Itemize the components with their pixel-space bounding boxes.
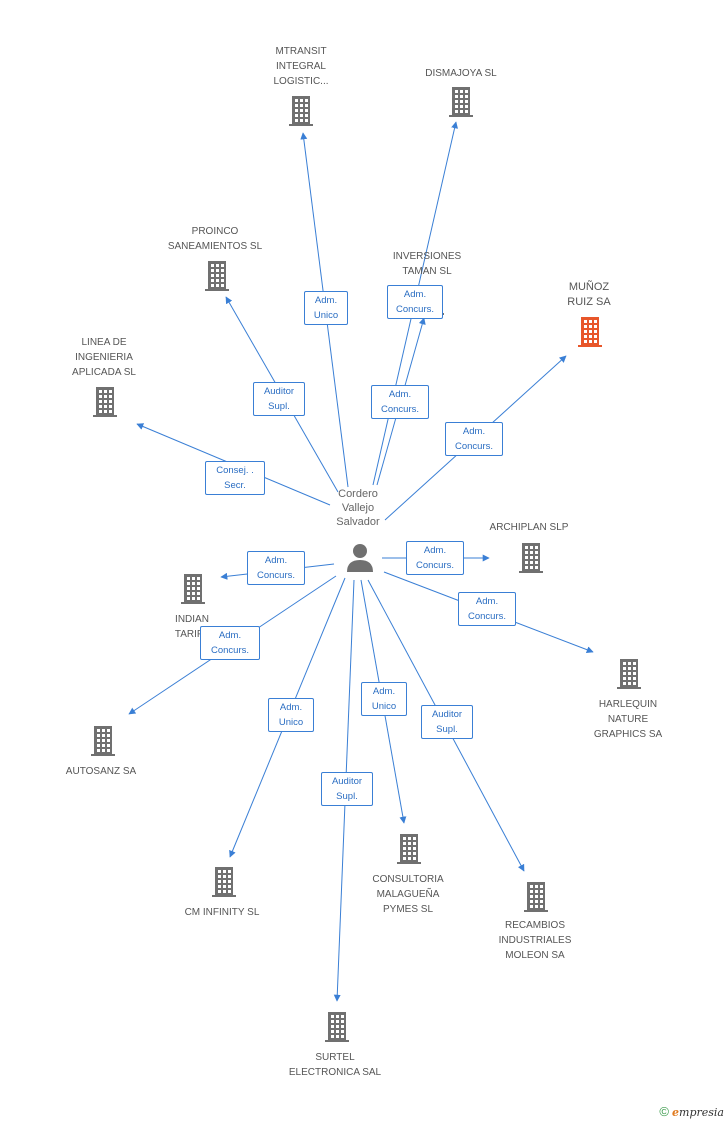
company-label-consultoria[interactable]: CONSULTORIA MALAGUEÑA PYMES SL — [372, 874, 444, 915]
edge-role-tag-autosanz[interactable]: Adm. Concurs. — [200, 626, 260, 660]
building-icon — [181, 574, 205, 604]
edge-role-tag-harlequin[interactable]: Adm. Concurs. — [458, 592, 516, 626]
company-label-munoz[interactable]: MUÑOZ RUIZ SA — [567, 281, 611, 308]
building-icon — [93, 387, 117, 417]
person-icon — [347, 544, 373, 572]
building-icon — [205, 261, 229, 291]
person-node[interactable] — [347, 544, 373, 572]
edge-role-tag-indian[interactable]: Adm. Concurs. — [247, 551, 305, 585]
building-icon — [449, 87, 473, 117]
edge-role-tag-inversiones[interactable]: Adm. Concurs. — [371, 385, 429, 419]
building-icon — [524, 882, 548, 912]
footer-brand: © empresia — [659, 1104, 724, 1119]
edge-role-tag-recambios[interactable]: Auditor Supl. — [421, 705, 473, 739]
center-person-label[interactable]: Cordero Vallejo Salvador — [336, 488, 380, 528]
building-icon — [91, 726, 115, 756]
company-label-mtransit[interactable]: MTRANSIT INTEGRAL LOGISTIC... — [273, 46, 329, 87]
edge-role-tag-dismajoya[interactable]: Adm. Concurs. — [387, 285, 443, 319]
edge-role-tag-consultoria[interactable]: Adm. Unico — [361, 682, 407, 716]
copyright-symbol: © — [659, 1104, 669, 1119]
company-label-archiplan[interactable]: ARCHIPLAN SLP — [489, 522, 569, 533]
building-icon — [212, 867, 236, 897]
edge-role-tag-linea[interactable]: Consej. . Secr. — [205, 461, 265, 495]
brand-logo: empresia — [672, 1106, 724, 1119]
company-label-surtel[interactable]: SURTEL ELECTRONICA SAL — [288, 1052, 382, 1078]
edge-role-tag-proinco[interactable]: Auditor Supl. — [253, 382, 305, 416]
company-label-autosanz[interactable]: AUTOSANZ SA — [65, 766, 137, 777]
company-label-proinco[interactable]: PROINCO SANEAMIENTOS SL — [167, 226, 263, 252]
company-label-inversiones[interactable]: INVERSIONES TAMAN SL — [392, 251, 462, 277]
building-icon — [397, 834, 421, 864]
building-icon — [325, 1012, 349, 1042]
building-icon — [519, 543, 543, 573]
edge-role-tag-archiplan[interactable]: Adm. Concurs. — [406, 541, 464, 575]
company-label-indian[interactable]: INDIAN TARIFA — [174, 614, 210, 640]
edge-role-tag-munoz[interactable]: Adm. Concurs. — [445, 422, 503, 456]
company-label-recambios[interactable]: RECAMBIOS INDUSTRIALES MOLEON SA — [498, 920, 572, 961]
company-label-cminfinity[interactable]: CM INFINITY SL — [184, 907, 260, 918]
company-label-linea[interactable]: LINEA DE INGENIERIA APLICADA SL — [72, 337, 136, 378]
company-label-dismajoya[interactable]: DISMAJOYA SL — [425, 68, 497, 79]
edge-role-tag-mtransit[interactable]: Adm. Unico — [304, 291, 348, 325]
edge-role-tag-surtel[interactable]: Auditor Supl. — [321, 772, 373, 806]
edge-role-tag-cminfinity[interactable]: Adm. Unico — [268, 698, 314, 732]
company-label-harlequin[interactable]: HARLEQUIN NATURE GRAPHICS SA — [593, 699, 663, 740]
building-icon — [578, 317, 602, 347]
building-icon — [289, 96, 313, 126]
building-icon — [617, 659, 641, 689]
